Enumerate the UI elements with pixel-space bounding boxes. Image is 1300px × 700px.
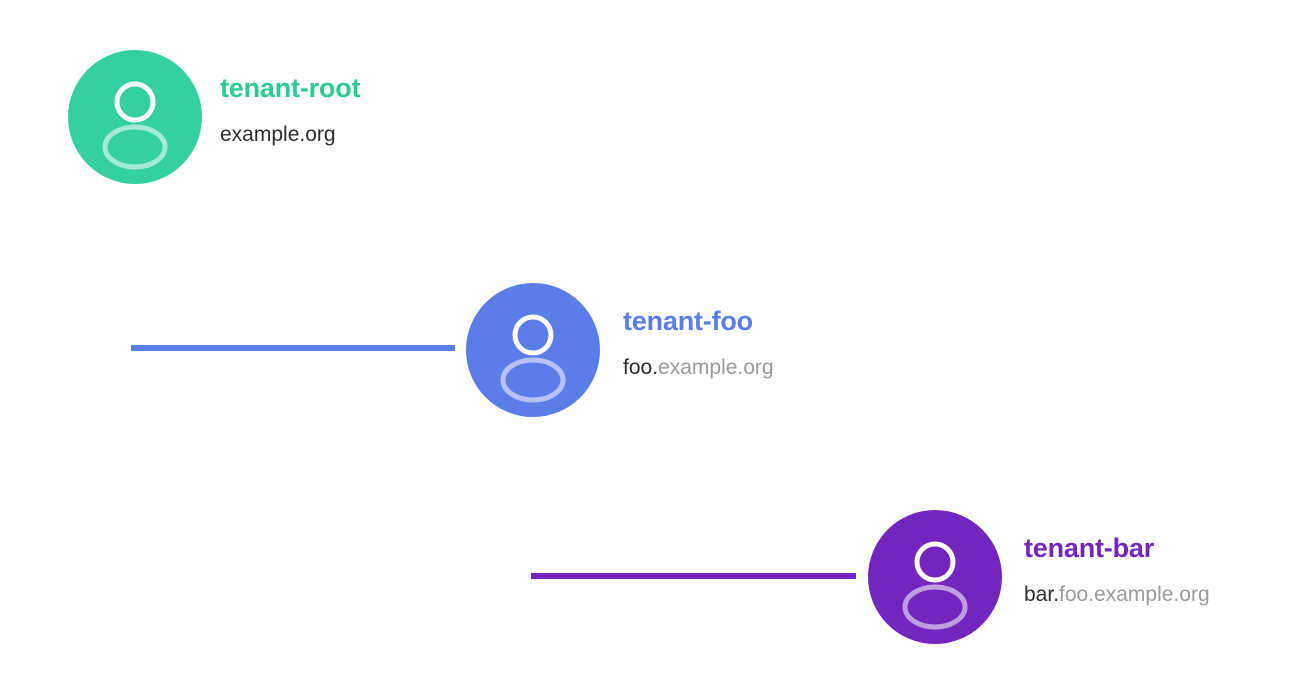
tenant-bar-domain-own: bar.: [1024, 582, 1060, 606]
tenant-node-tenant-bar[interactable]: tenant-bar bar.foo.example.org: [868, 510, 1210, 644]
tenant-root-avatar[interactable]: [68, 50, 202, 184]
tenant-node-tenant-foo[interactable]: tenant-foo foo.example.org: [466, 283, 774, 417]
tenant-foo-avatar[interactable]: [466, 283, 600, 417]
tenant-foo-title: tenant-foo: [623, 306, 753, 337]
tenant-foo-domain-own: foo.: [623, 355, 659, 379]
tenant-foo-domain: foo.example.org: [623, 356, 774, 379]
tenant-root-labels: tenant-root example.org: [220, 73, 361, 146]
tenant-root-domain: example.org: [220, 123, 360, 146]
person-icon: [500, 314, 566, 403]
tenant-bar-domain-inherited: foo.example.org: [1059, 582, 1210, 606]
tenant-bar-title: tenant-bar: [1024, 533, 1155, 564]
connector-root-to-foo: [131, 200, 455, 351]
tenant-node-tenant-root[interactable]: tenant-root example.org: [68, 50, 360, 184]
tenant-bar-avatar[interactable]: [868, 510, 1002, 644]
tenant-root-title: tenant-root: [220, 73, 361, 104]
connector-foo-to-bar: [531, 428, 856, 579]
person-icon: [102, 81, 168, 170]
tenant-root-domain-inherited: example.org: [220, 122, 336, 146]
tenant-foo-labels: tenant-foo foo.example.org: [623, 306, 774, 379]
person-icon: [902, 541, 968, 630]
tenant-bar-domain: bar.foo.example.org: [1024, 583, 1210, 606]
tenant-bar-labels: tenant-bar bar.foo.example.org: [1024, 533, 1210, 606]
tenant-foo-domain-inherited: example.org: [658, 355, 774, 379]
